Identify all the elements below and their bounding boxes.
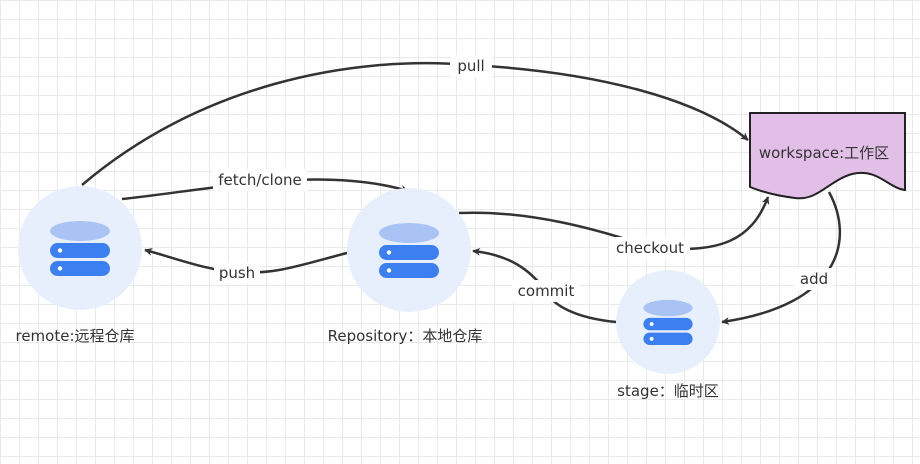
edge-label-pull: pull	[457, 57, 484, 75]
node-remote[interactable]: remote:远程仓库	[15, 186, 142, 345]
edge-label-add: add	[800, 270, 828, 288]
edge-label-bg	[795, 268, 833, 290]
node-label-workspace: workspace:工作区	[759, 144, 889, 162]
node-label-repository: Repository：本地仓库	[328, 327, 483, 345]
node-label-stage: stage：临时区	[617, 382, 719, 400]
database-icon	[643, 299, 693, 345]
edge-push[interactable]: push	[144, 247, 348, 284]
node-stage[interactable]: stage：临时区	[616, 270, 720, 400]
node-label-remote: remote:远程仓库	[15, 327, 134, 345]
edge-fetch-clone[interactable]: fetch/clone	[121, 169, 409, 201]
node-workspace[interactable]: workspace:工作区	[749, 112, 906, 200]
edge-checkout[interactable]: checkout	[458, 196, 770, 259]
edge-label-bg	[512, 280, 580, 302]
database-icon	[50, 221, 110, 276]
edge-label-fetch-clone: fetch/clone	[218, 171, 302, 189]
edge-pull[interactable]: pull	[81, 55, 749, 186]
edge-label-checkout: checkout	[616, 239, 684, 257]
document-shape	[749, 112, 906, 200]
edge-label-commit: commit	[518, 282, 575, 300]
edge-label-bg	[610, 237, 690, 259]
edge-label-bg	[450, 55, 492, 77]
edge-label-bg	[213, 169, 307, 191]
database-icon	[379, 223, 439, 278]
node-repository[interactable]: Repository：本地仓库	[328, 188, 483, 345]
edge-label-bg	[214, 262, 260, 284]
edge-add[interactable]: add	[721, 191, 842, 325]
edge-commit[interactable]: commit	[472, 247, 617, 324]
edge-label-push: push	[219, 264, 255, 282]
